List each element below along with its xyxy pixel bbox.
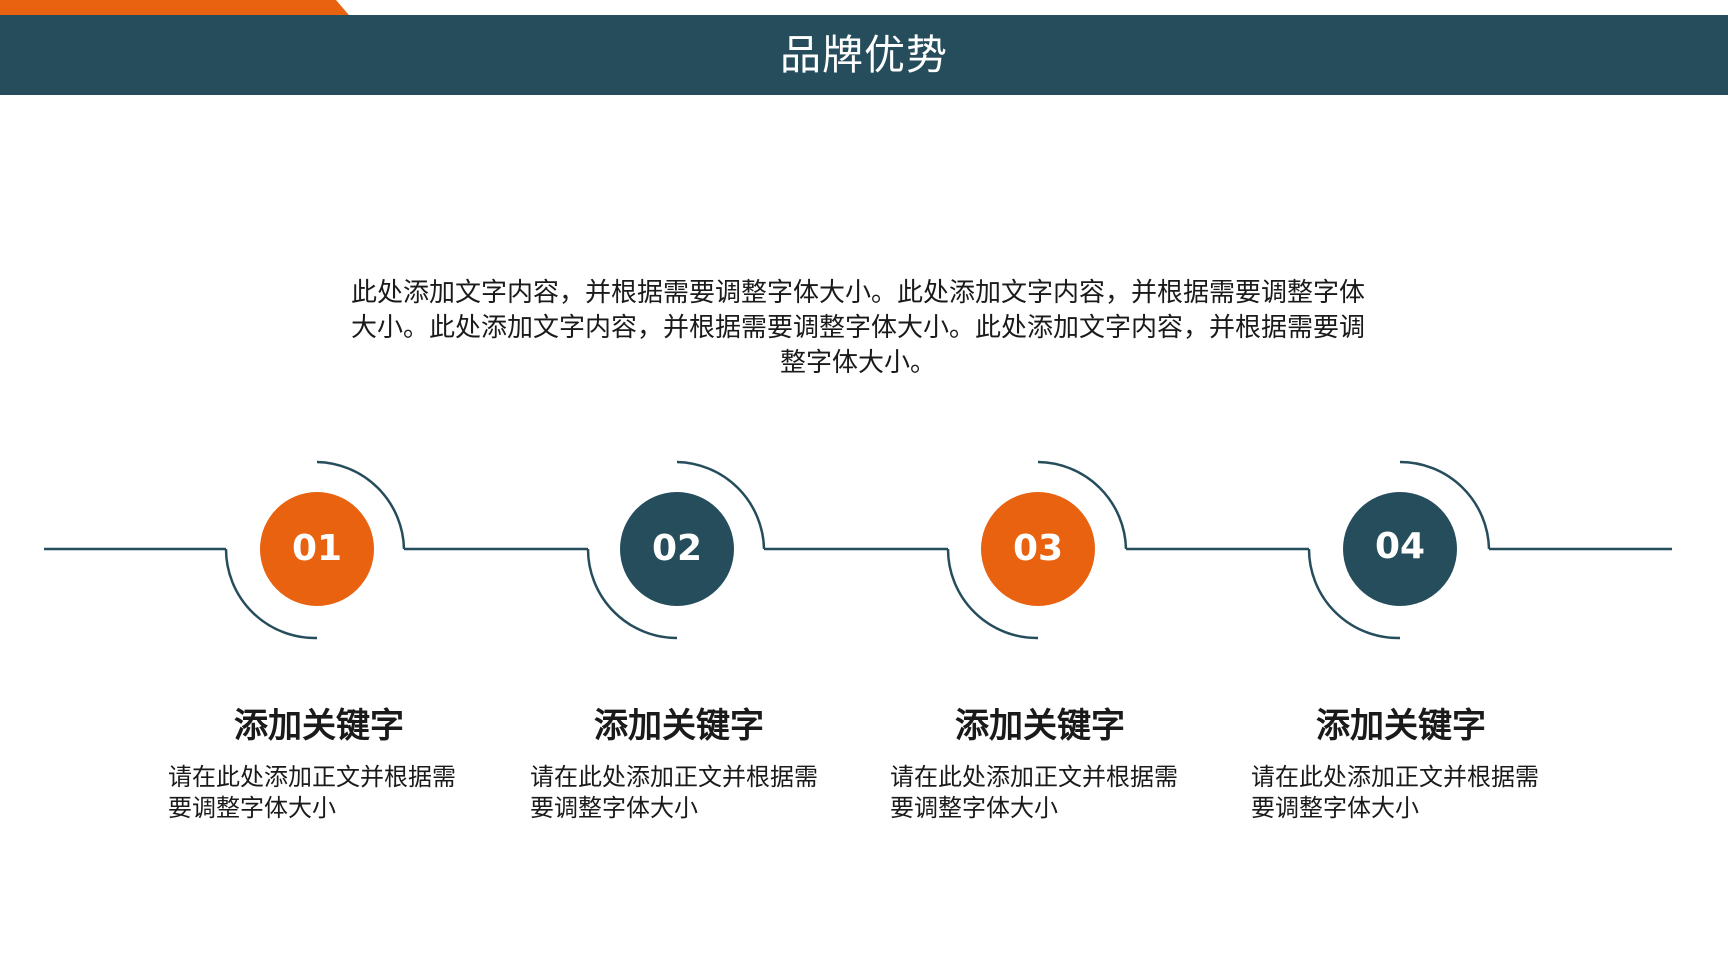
step-4-circle <box>1343 492 1457 606</box>
step-4-title: 添加关键字 <box>1316 706 1486 746</box>
page-title: 品牌优势 <box>780 31 948 79</box>
intro-paragraph: 此处添加文字内容，并根据需要调整字体大小。此处添加文字内容，并根据需要调整字体大… <box>350 278 1365 378</box>
step-3-description: 请在此处添加正文并根据需要调整字体大小 <box>890 763 1178 822</box>
step-2-circle <box>620 492 734 606</box>
step-1-number: 01 <box>291 528 343 569</box>
step-4-number: 04 <box>1374 526 1426 567</box>
step-2-description: 请在此处添加正文并根据需要调整字体大小 <box>530 763 818 822</box>
step-4-description: 请在此处添加正文并根据需要调整字体大小 <box>1251 763 1539 822</box>
step-3-number: 03 <box>1012 528 1064 569</box>
header-bar <box>0 15 1728 95</box>
step-2-title: 添加关键字 <box>594 706 764 746</box>
step-1-description: 请在此处添加正文并根据需要调整字体大小 <box>168 763 456 822</box>
timeline-connector <box>44 460 1672 640</box>
step-3-title: 添加关键字 <box>955 706 1125 746</box>
step-1-title: 添加关键字 <box>234 706 404 746</box>
step-2-number: 02 <box>651 528 703 569</box>
step-1-circle <box>260 492 374 606</box>
step-3-circle <box>981 492 1095 606</box>
